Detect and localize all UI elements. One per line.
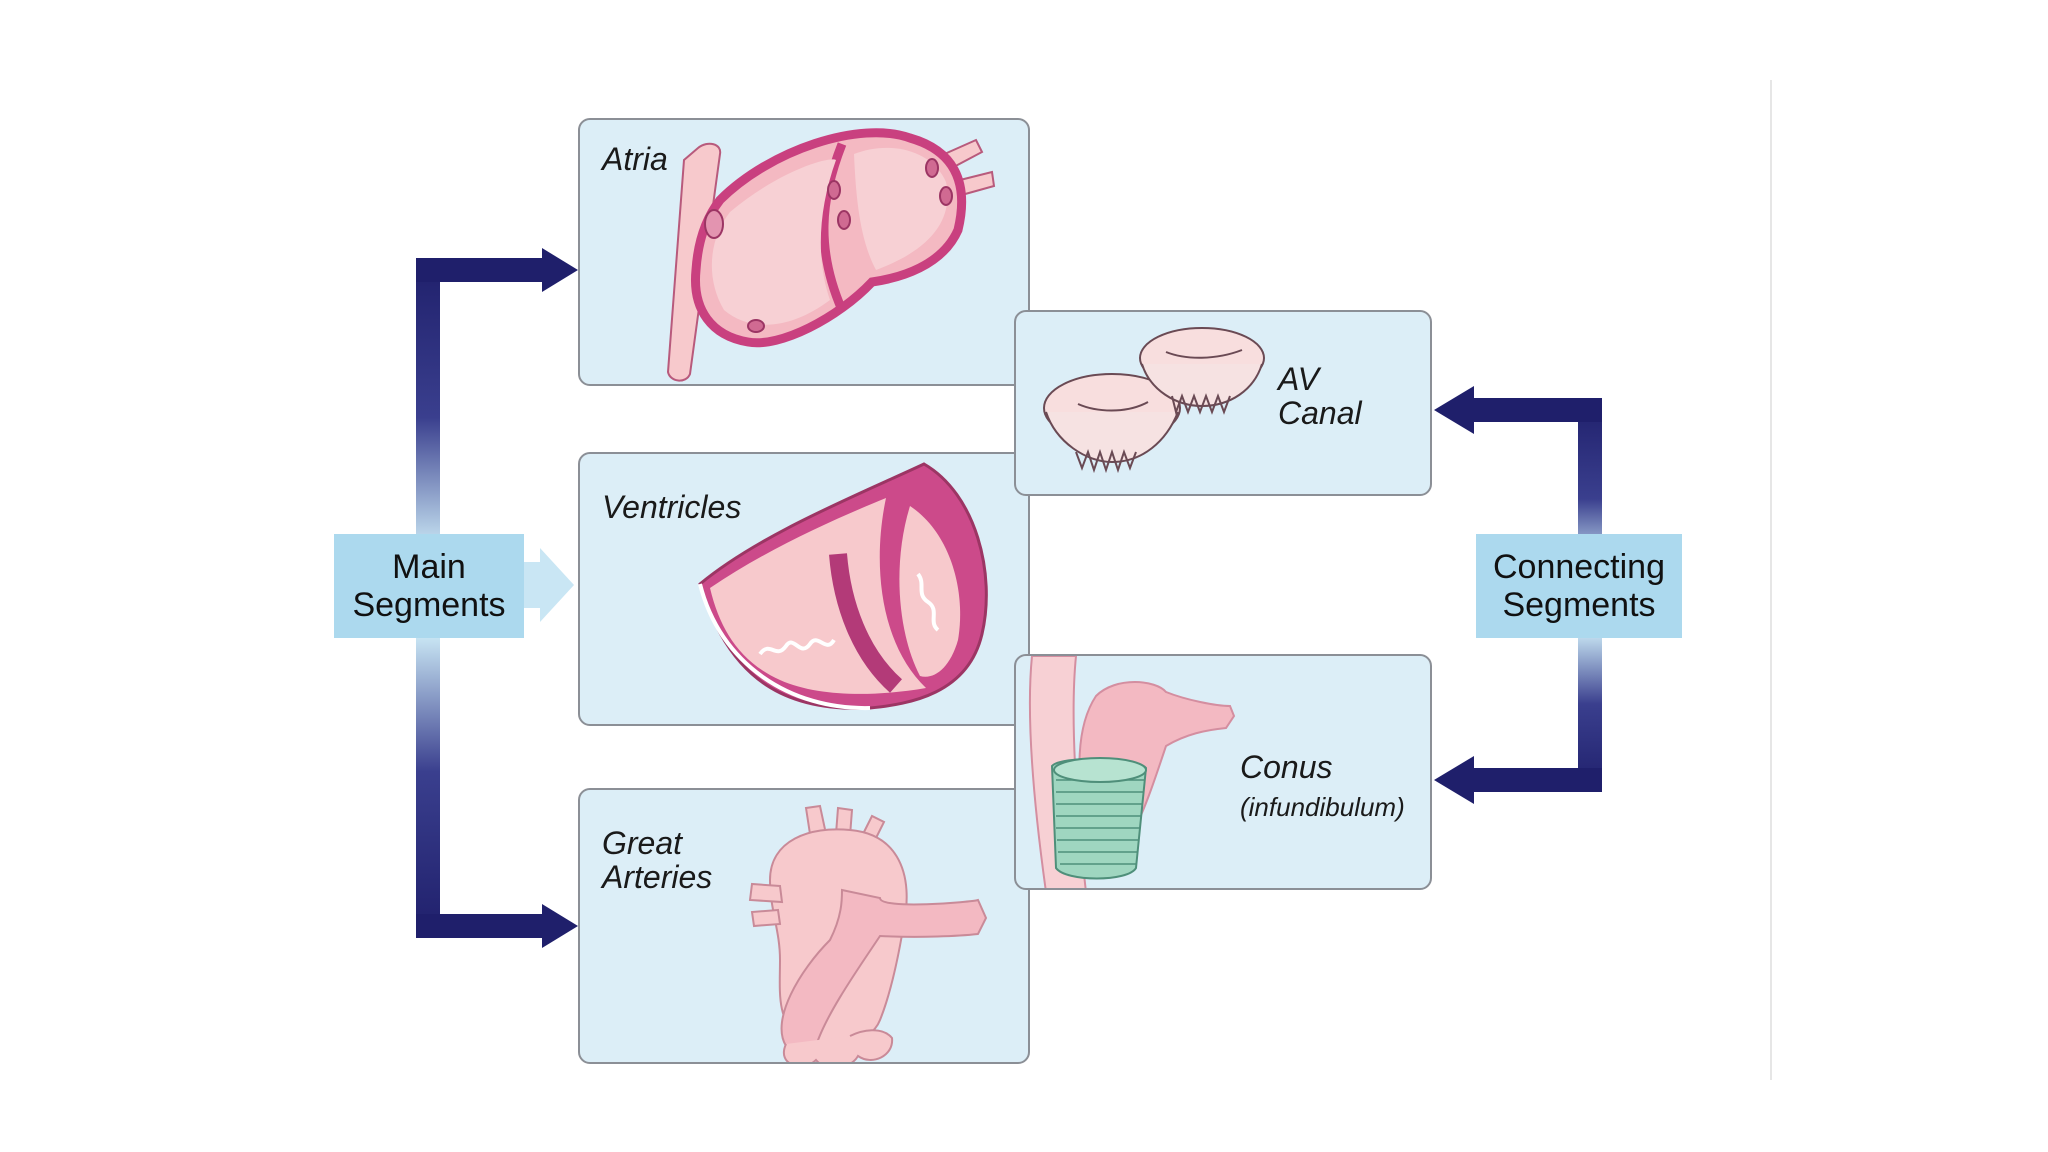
great-arteries-illustration: [748, 804, 988, 1062]
main-segments-line1: Main: [392, 548, 466, 586]
av-canal-valves-illustration: [1043, 327, 1265, 474]
conus-illustration: [1028, 656, 1236, 888]
main-segments-label: Main Segments: [334, 534, 524, 638]
great-arteries-title-line2: Arteries: [602, 859, 713, 895]
great-arteries-panel: Great Arteries: [578, 788, 1030, 1064]
arrow-to-great-arteries: [416, 636, 578, 948]
atria-illustration: [666, 128, 996, 382]
conus-panel: Conus (infundibulum): [1014, 654, 1432, 890]
av-canal-title-line2: Canal: [1278, 395, 1362, 431]
arrow-to-ventricles: [520, 548, 574, 622]
ventricles-panel: Ventricles: [578, 452, 1030, 726]
arrow-to-atria: [416, 248, 578, 548]
connecting-segments-label: Connecting Segments: [1476, 534, 1682, 638]
av-canal-title-line1: AV: [1278, 361, 1319, 397]
atria-panel: Atria: [578, 118, 1030, 386]
connecting-segments-line2: Segments: [1502, 586, 1656, 624]
ventricles-illustration: [698, 462, 988, 711]
atria-title: Atria: [602, 141, 668, 177]
ventricles-title: Ventricles: [602, 489, 742, 525]
divider-line: [1770, 80, 1772, 1080]
connecting-segments-line1: Connecting: [1492, 548, 1665, 586]
conus-subtitle: (infundibulum): [1240, 792, 1405, 822]
arrow-to-conus: [1434, 632, 1602, 804]
av-canal-panel: AV Canal: [1014, 310, 1432, 496]
main-segments-line2: Segments: [352, 586, 506, 624]
conus-title: Conus: [1240, 749, 1333, 785]
great-arteries-title-line1: Great: [602, 825, 683, 861]
